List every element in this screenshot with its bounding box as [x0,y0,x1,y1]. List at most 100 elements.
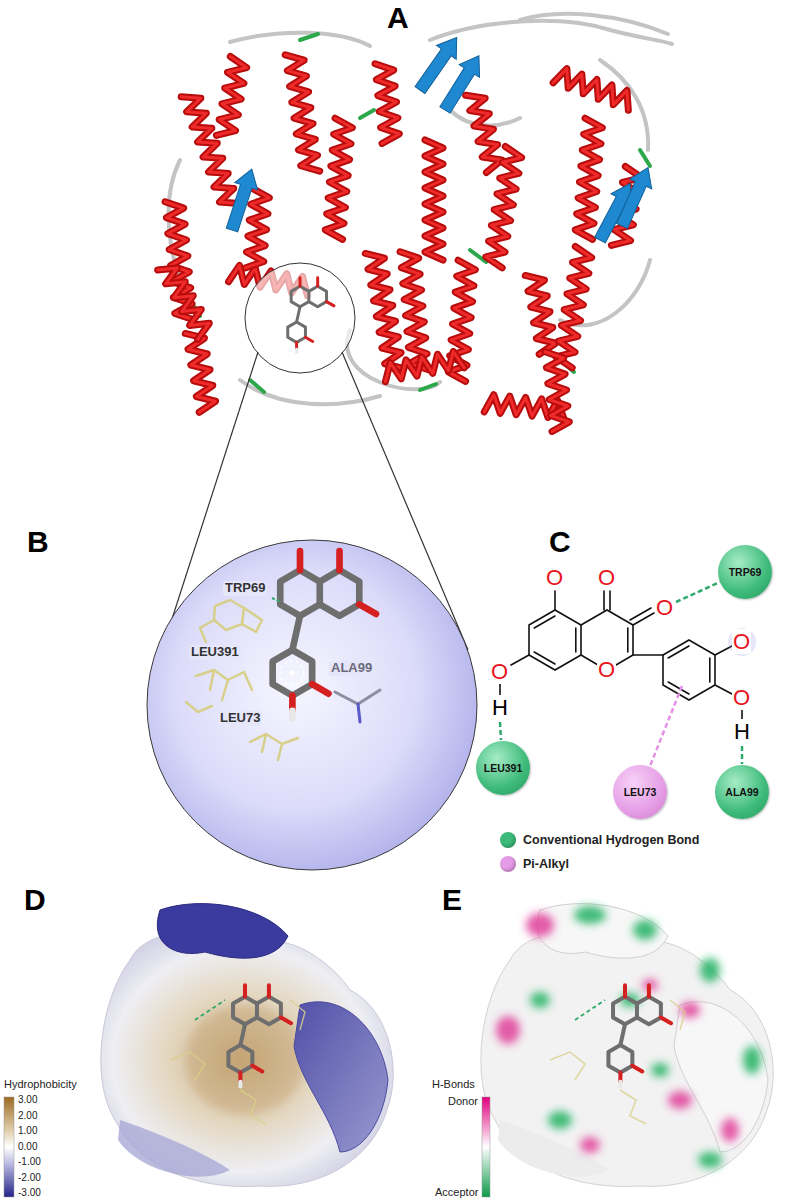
structure-2d [627,628,629,652]
acceptor-patches [548,1111,572,1129]
turn-segments [420,384,436,390]
interaction-dashes [650,686,682,766]
pi-ring-marker [290,671,295,676]
structure-2d [630,608,654,625]
hydrophobic-surface [195,1000,225,1020]
helices [382,350,464,382]
residue-label: LEU73 [218,711,262,726]
panel-letter: D [24,883,46,918]
hbond-surface [498,1120,610,1177]
structure-2d [633,654,663,656]
residue-circle: LEU391 [476,741,530,795]
hbond-dash [272,598,281,602]
hbond-surface [674,1002,768,1152]
atom-label: H [491,695,509,720]
coil-loops [230,33,370,46]
panel-letter: A [387,1,409,36]
atom-label: O [732,629,751,654]
coil-loops [600,60,648,150]
helices [484,147,523,268]
atom-label: O [597,657,616,682]
scale-end: Donor [448,1095,478,1108]
donor-patches [526,913,554,937]
pi-ring-marker [280,661,304,685]
pi-ring-marker [280,661,304,685]
scale-value: -1.00 [18,1156,41,1168]
scale-value: 2.00 [18,1110,37,1122]
legend-swatch [500,832,516,848]
residue-name: TRP69 [729,566,762,578]
structure-2d [500,591,742,720]
structure-2d [663,640,715,700]
acceptor-patches [530,906,761,1168]
hbond-surface [481,933,773,1187]
residue-circle: LEU73 [613,765,667,819]
scale-value: 1.00 [18,1125,37,1137]
halo-marks [728,628,756,656]
residue-circle: ALA99 [715,765,769,819]
atom-label: H [733,719,751,744]
helices [575,118,603,239]
alanine-sticks [335,690,380,722]
panel-letter: C [549,525,571,560]
hydrophobicity-bar [4,1097,14,1197]
hydrophobic-surface [157,904,288,959]
acceptor-patches [633,920,657,940]
scale-value: 0.00 [18,1141,37,1153]
coil-loops [520,14,668,34]
legend-text: Pi-Alkyl [523,857,569,871]
hbond-surface [481,904,773,1197]
helices [554,247,593,368]
structure-2d [604,591,610,610]
acceptor-patches [530,992,550,1008]
binding-site-circle [245,263,355,373]
helices [185,330,217,412]
hbond-surface [575,1000,605,1020]
hbond-surface [481,904,773,1187]
helices [375,62,400,143]
structure-2d [529,610,581,670]
turn-segments [360,110,374,118]
scale-title: Hydrophobicity [4,1078,77,1091]
structure-2d [499,684,501,695]
donor-patches [496,1016,520,1044]
structure-2d [581,655,598,665]
residue-sticks [250,734,298,760]
halo-marks [728,628,756,656]
structure-2d [715,685,732,694]
helices [285,52,320,173]
protein-ribbon [158,14,672,432]
scale-value: -2.00 [18,1172,41,1184]
hydrophobic-surface [294,1002,388,1152]
acceptor-patches [574,906,606,924]
hbond-surface [537,904,668,959]
residue-circle: TRP69 [718,545,772,599]
atom-label: O [490,659,509,684]
residue-sticks [186,702,212,712]
residue-sticks [200,620,214,642]
interaction-dashes [500,722,501,740]
legend-row: Pi-Alkyl [500,856,569,872]
donor-patches [721,1118,739,1142]
hydrophobic-surface [4,904,393,1197]
turn-segments [640,150,650,166]
scale-title: H-Bonds [432,1078,475,1091]
strands [611,163,659,231]
scale-value: 3.00 [18,1094,37,1106]
atom-label: O [545,565,564,590]
coil-loops [169,14,672,404]
interaction-dashes [500,582,742,766]
helices [158,52,643,431]
hbond-surface [608,985,671,1086]
panel-letter: B [27,525,49,560]
helices [216,57,248,139]
hydrophobic-surface [228,985,291,1086]
legend-text: Conventional Hydrogen Bond [523,833,699,847]
structure-2d [554,591,556,610]
residue-label: TRP69 [223,581,267,596]
residue-sticks [210,670,228,700]
helices [425,140,443,260]
residue-label: LEU391 [189,645,241,660]
